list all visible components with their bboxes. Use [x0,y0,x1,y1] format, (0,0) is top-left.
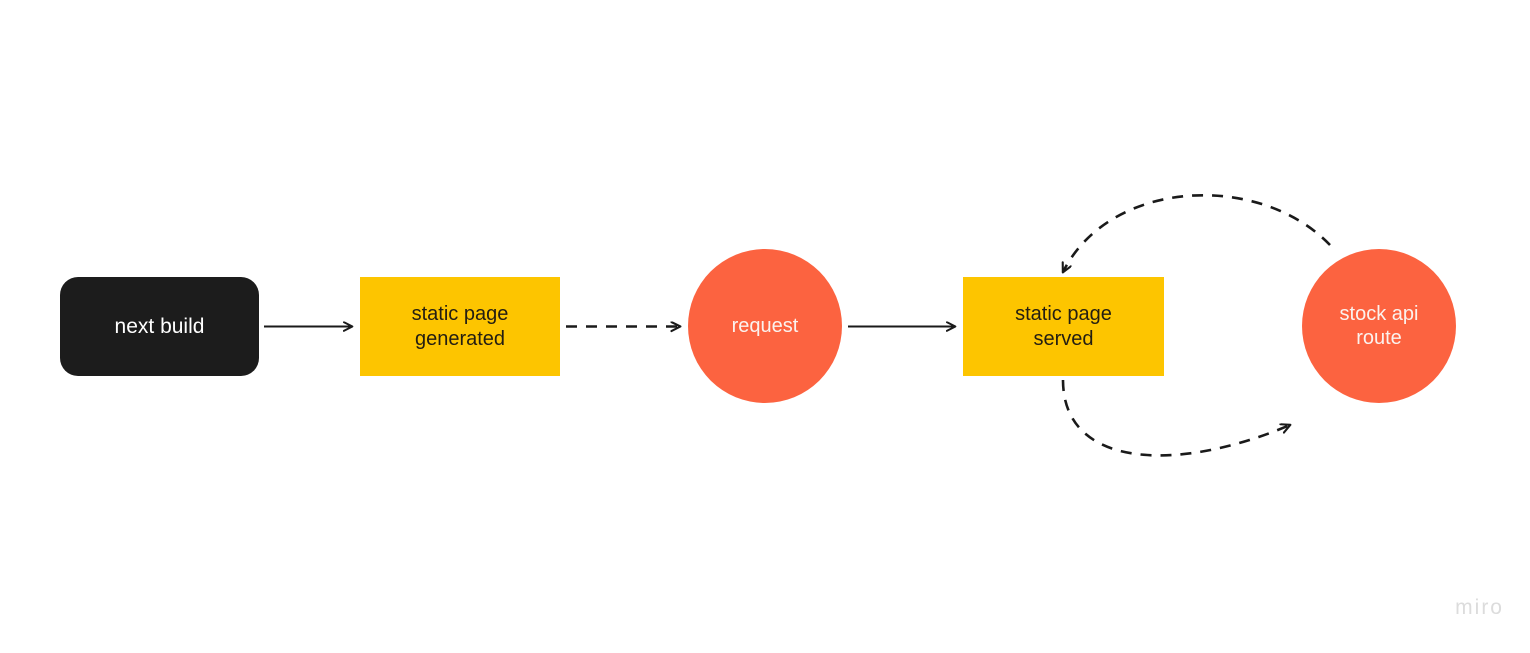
node-static-page-served-label: static page served [1015,303,1112,350]
node-request[interactable]: request [688,249,842,403]
node-stock-api-route[interactable]: stock api route [1302,249,1456,403]
node-next-build[interactable]: next build [60,277,259,376]
node-static-page-generated[interactable]: static page generated [360,277,560,376]
node-static-page-served[interactable]: static page served [963,277,1164,376]
edge-api-to-served [1063,194,1331,272]
node-request-label: request [731,314,799,337]
node-static-page-generated-label: static page generated [411,303,509,350]
edge-served-to-api [1061,379,1290,457]
node-stock-api-route-label: stock api route [1339,302,1419,349]
node-next-build-label: next build [114,314,205,338]
miro-watermark: miro [1455,596,1504,619]
